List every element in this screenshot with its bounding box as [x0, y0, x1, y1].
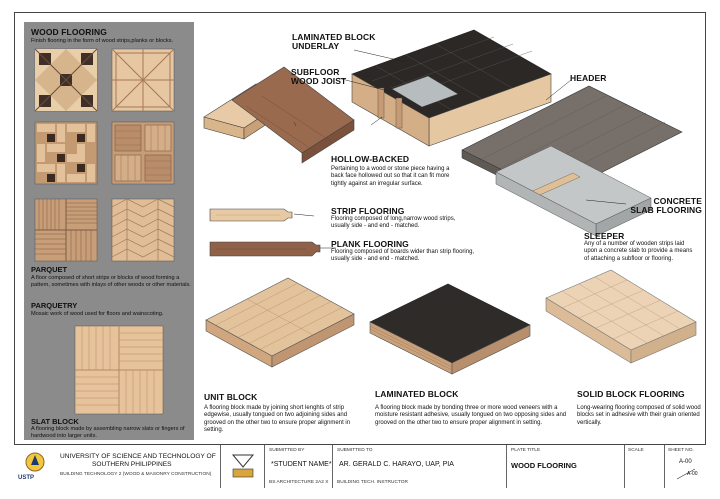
solid-block-illustration [545, 269, 697, 364]
course-logo [231, 454, 255, 478]
laminated-underlay-label: LAMINATED BLOCK UNDERLAY [292, 32, 376, 51]
hollow-backed-boards [203, 66, 355, 164]
laminated-block-illustration [369, 283, 531, 375]
sheet-number-label: SHEET NO. [668, 448, 694, 453]
sidebar-intro: Finish flooring in the form of wood stri… [31, 38, 174, 44]
instructor-name: AR. GERALD C. HARAYO, UAP, PIA [339, 461, 454, 468]
scale-label: SCALE [628, 448, 644, 453]
parquet-title: PARQUET [31, 265, 68, 274]
parquet-swatch-1 [34, 48, 98, 112]
wood-joist-label: WOOD JOIST [291, 76, 347, 86]
parquet-swatch-2 [111, 48, 175, 112]
concrete-slab-label: CONCRETE SLAB FLOORING [630, 196, 702, 215]
student-name: *STUDENT NAME* [271, 461, 332, 468]
submitted-to-cell: SUBMITTED TO AR. GERALD C. HARAYO, UAP, … [332, 445, 506, 488]
title-block: USTP UNIVERSITY OF SCIENCE AND TECHNOLOG… [14, 444, 706, 488]
scale-cell: SCALE [624, 445, 664, 488]
flooring-illustrations [203, 29, 697, 375]
plank-flooring-description: Flooring composed of boards wider than s… [331, 249, 475, 263]
sheet-number: A-00 [679, 459, 692, 465]
concrete-slab-system [461, 79, 683, 237]
submitted-to-label: SUBMITTED TO [337, 448, 373, 453]
parquet-swatch-6 [111, 198, 175, 262]
university-logo [25, 452, 45, 472]
header-label: HEADER [570, 73, 607, 83]
parquet-swatch-5 [34, 198, 98, 262]
sheet-divider [676, 468, 696, 480]
instructor-role: BUILDING TECH. INSTRUCTOR [337, 480, 408, 485]
plank-flooring-title: PLANK FLOORING [331, 239, 409, 249]
unit-block-illustration [205, 277, 355, 368]
university-name-line2: SOUTHERN PHILIPPINES [92, 461, 172, 468]
sleeper-title: SLEEPER [584, 231, 625, 241]
sheet-number-cell: SHEET NO. A-00 A-00 [664, 445, 706, 488]
unit-block-title: UNIT BLOCK [204, 392, 258, 402]
course-name: BUILDING TECHNOLOGY 2 (WOOD & MASONRY CO… [60, 472, 212, 477]
solid-block-title: SOLID BLOCK FLOORING [577, 389, 685, 399]
laminated-subfloor-system [337, 29, 552, 147]
solid-block-description: Long-wearing flooring composed of solid … [577, 405, 701, 426]
sleeper-description: Any of a number of wooden strips laid up… [584, 241, 693, 262]
plate-title-label: PLATE TITLE [511, 448, 541, 453]
hollow-backed-title: HOLLOW-BACKED [331, 154, 410, 164]
plate-title: WOOD FLOORING [511, 461, 577, 470]
parquet-pattern-swatches [34, 48, 175, 415]
parquet-swatch-4 [111, 121, 175, 185]
section-label: BS ARCHITECTURE 2A2 X [269, 480, 329, 485]
slat-block-description: A flooring block made by assembling narr… [31, 426, 185, 439]
parquetry-description: Mosaic work of wood used for floors and … [31, 311, 164, 317]
subfloor-label: SUBFLOOR [291, 67, 340, 77]
submitted-by-cell: SUBMITTED BY *STUDENT NAME* BS ARCHITECT… [264, 445, 332, 488]
slat-block-swatch [74, 325, 164, 415]
sheet-total: A-00 [687, 471, 698, 477]
sidebar-title: WOOD FLOORING [31, 27, 107, 37]
strip-flooring-profile [209, 208, 315, 222]
slat-block-title: SLAT BLOCK [31, 417, 79, 426]
plank-flooring-profile [209, 241, 336, 257]
unit-block-description: A flooring block made by joining short l… [204, 405, 351, 434]
submitted-by-label: SUBMITTED BY [269, 448, 305, 453]
logo-text: USTP [18, 475, 35, 481]
laminated-block-description: A flooring block made by bonding three o… [375, 405, 567, 426]
strip-flooring-description: Flooring composed of long,narrow wood st… [331, 216, 456, 230]
parquet-swatch-3 [34, 121, 98, 185]
course-logo-cell [220, 445, 264, 488]
parquetry-title: PARQUETRY [31, 301, 78, 310]
university-name-line1: UNIVERSITY OF SCIENCE AND TECHNOLOGY OF [60, 453, 216, 460]
parquet-description: A floor composed of short strips or bloc… [31, 275, 191, 288]
strip-flooring-title: STRIP FLOORING [331, 206, 405, 216]
laminated-block-title: LAMINATED BLOCK [375, 389, 459, 399]
plate-title-cell: PLATE TITLE WOOD FLOORING [506, 445, 624, 488]
hollow-backed-description: Pertaining to a wood or stone piece havi… [331, 166, 450, 187]
